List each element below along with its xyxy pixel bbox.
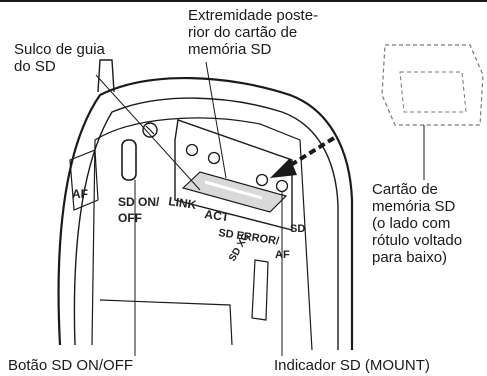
- marking-act: ACT: [204, 207, 231, 224]
- label-sd-on-off-button: Botão SD ON/OFF: [8, 357, 134, 374]
- marking-af-right: AF: [275, 249, 290, 261]
- top-clip: [97, 59, 115, 93]
- card-highlight: [204, 180, 263, 200]
- label-line: memória SD: [372, 198, 456, 215]
- marking-af-left: AF: [72, 187, 88, 201]
- sd-card-outline: [381, 44, 484, 126]
- slot-block: [174, 119, 293, 231]
- housing-outer-edge: [57, 76, 354, 350]
- label-line: do SD: [14, 58, 56, 75]
- label-sd-mount-indicator: Indicador SD (MOUNT): [274, 357, 430, 374]
- indicator-error-icon: [255, 173, 269, 187]
- label-line: Extremidade poste-: [188, 7, 319, 24]
- label-line: para baixo): [372, 249, 448, 266]
- indicator-link-icon: [185, 143, 199, 157]
- indicator-mount-icon: [275, 179, 289, 193]
- label-sd-memory-card: Cartão de memória SD (o lado com rótulo …: [372, 181, 462, 266]
- label-sd-guide-groove: Sulco de guia do SD: [14, 41, 105, 75]
- insert-arrow-shaft: [284, 136, 336, 170]
- label-line: Cartão de: [372, 181, 438, 198]
- leader-groove: [95, 74, 201, 191]
- label-line: rótulo voltado: [372, 232, 463, 249]
- leader-rear-edge: [205, 61, 227, 179]
- label-line: (o lado com: [372, 215, 451, 232]
- sd-card-label-area: [399, 71, 467, 113]
- inner-panel: [91, 117, 313, 351]
- label-line: rior do cartão de: [188, 24, 298, 41]
- insert-arrow-head-icon: [270, 158, 297, 178]
- marking-sd-on: SD ON/: [118, 195, 160, 209]
- label-card-rear-edge: Extremidade poste- rior do cartão de mem…: [188, 7, 318, 58]
- left-connector: [69, 149, 99, 211]
- indicator-act-icon: [207, 151, 221, 165]
- marking-sd: SD: [290, 223, 305, 235]
- lower-panel: [99, 299, 233, 346]
- marking-off: OFF: [118, 211, 142, 225]
- sd-on-off-button: [121, 139, 137, 181]
- label-line: memória SD: [188, 41, 272, 58]
- lower-slot: [251, 259, 269, 321]
- marking-link: LINK: [168, 194, 198, 212]
- label-line: Sulco de guia: [14, 41, 105, 58]
- screw-icon: [142, 122, 158, 138]
